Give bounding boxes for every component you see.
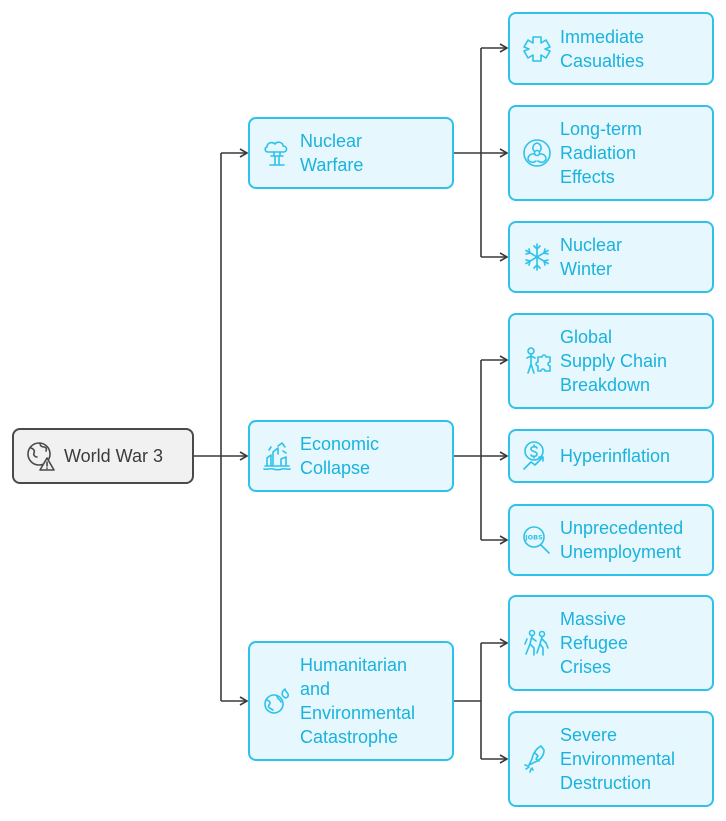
dollar-trend-icon	[520, 439, 554, 473]
leaf-label: Hyperinflation	[560, 446, 671, 466]
medical-cross-icon	[520, 32, 554, 66]
leaf-nuclear-winter[interactable]: Nuclear Winter	[508, 221, 714, 293]
root-node[interactable]: World War 3	[12, 428, 194, 484]
category-label: Economic Collapse	[300, 434, 380, 478]
leaf-label: Long-term Radiation Effects	[560, 119, 643, 187]
leaf-label: Massive Refugee Crises	[560, 609, 629, 677]
cracked-tree-icon	[520, 742, 554, 776]
leaf-label: Global Supply Chain Breakdown	[560, 327, 668, 395]
svg-text:JOBS: JOBS	[524, 534, 543, 542]
snowflake-icon	[520, 240, 554, 274]
collapsing-city-icon	[260, 439, 294, 473]
category-nuclear-warfare[interactable]: Nuclear Warfare	[248, 117, 454, 189]
leaf-unprecedented-unemployment[interactable]: JOBS Unprecedented Unemployment	[508, 504, 714, 576]
leaf-global-supply-chain-breakdown[interactable]: Global Supply Chain Breakdown	[508, 313, 714, 409]
mushroom-cloud-icon	[260, 136, 294, 170]
refugees-icon	[520, 626, 554, 660]
category-label: Nuclear Warfare	[300, 131, 364, 175]
burning-earth-icon	[260, 684, 294, 718]
globe-warning-icon	[24, 439, 58, 473]
category-label: Humanitarian and Environmental Catastrop…	[300, 655, 416, 747]
jobs-search-icon: JOBS	[520, 523, 554, 557]
category-humanitarian-environmental[interactable]: Humanitarian and Environmental Catastrop…	[248, 641, 454, 761]
leaf-label: Nuclear Winter	[560, 235, 623, 279]
leaf-label: Immediate Casualties	[560, 26, 645, 71]
leaf-massive-refugee-crises[interactable]: Massive Refugee Crises	[508, 595, 714, 691]
category-economic-collapse[interactable]: Economic Collapse	[248, 420, 454, 492]
leaf-label: Severe Environmental Destruction	[560, 725, 676, 793]
leaf-immediate-casualties[interactable]: Immediate Casualties	[508, 12, 714, 85]
root-label: World War 3	[64, 446, 164, 466]
leaf-label: Unprecedented Unemployment	[560, 518, 684, 562]
leaf-long-term-radiation-effects[interactable]: Long-term Radiation Effects	[508, 105, 714, 201]
puzzle-person-icon	[520, 344, 554, 378]
biohazard-icon	[520, 136, 554, 170]
leaf-hyperinflation[interactable]: Hyperinflation	[508, 429, 714, 483]
leaf-severe-environmental-destruction[interactable]: Severe Environmental Destruction	[508, 711, 714, 807]
